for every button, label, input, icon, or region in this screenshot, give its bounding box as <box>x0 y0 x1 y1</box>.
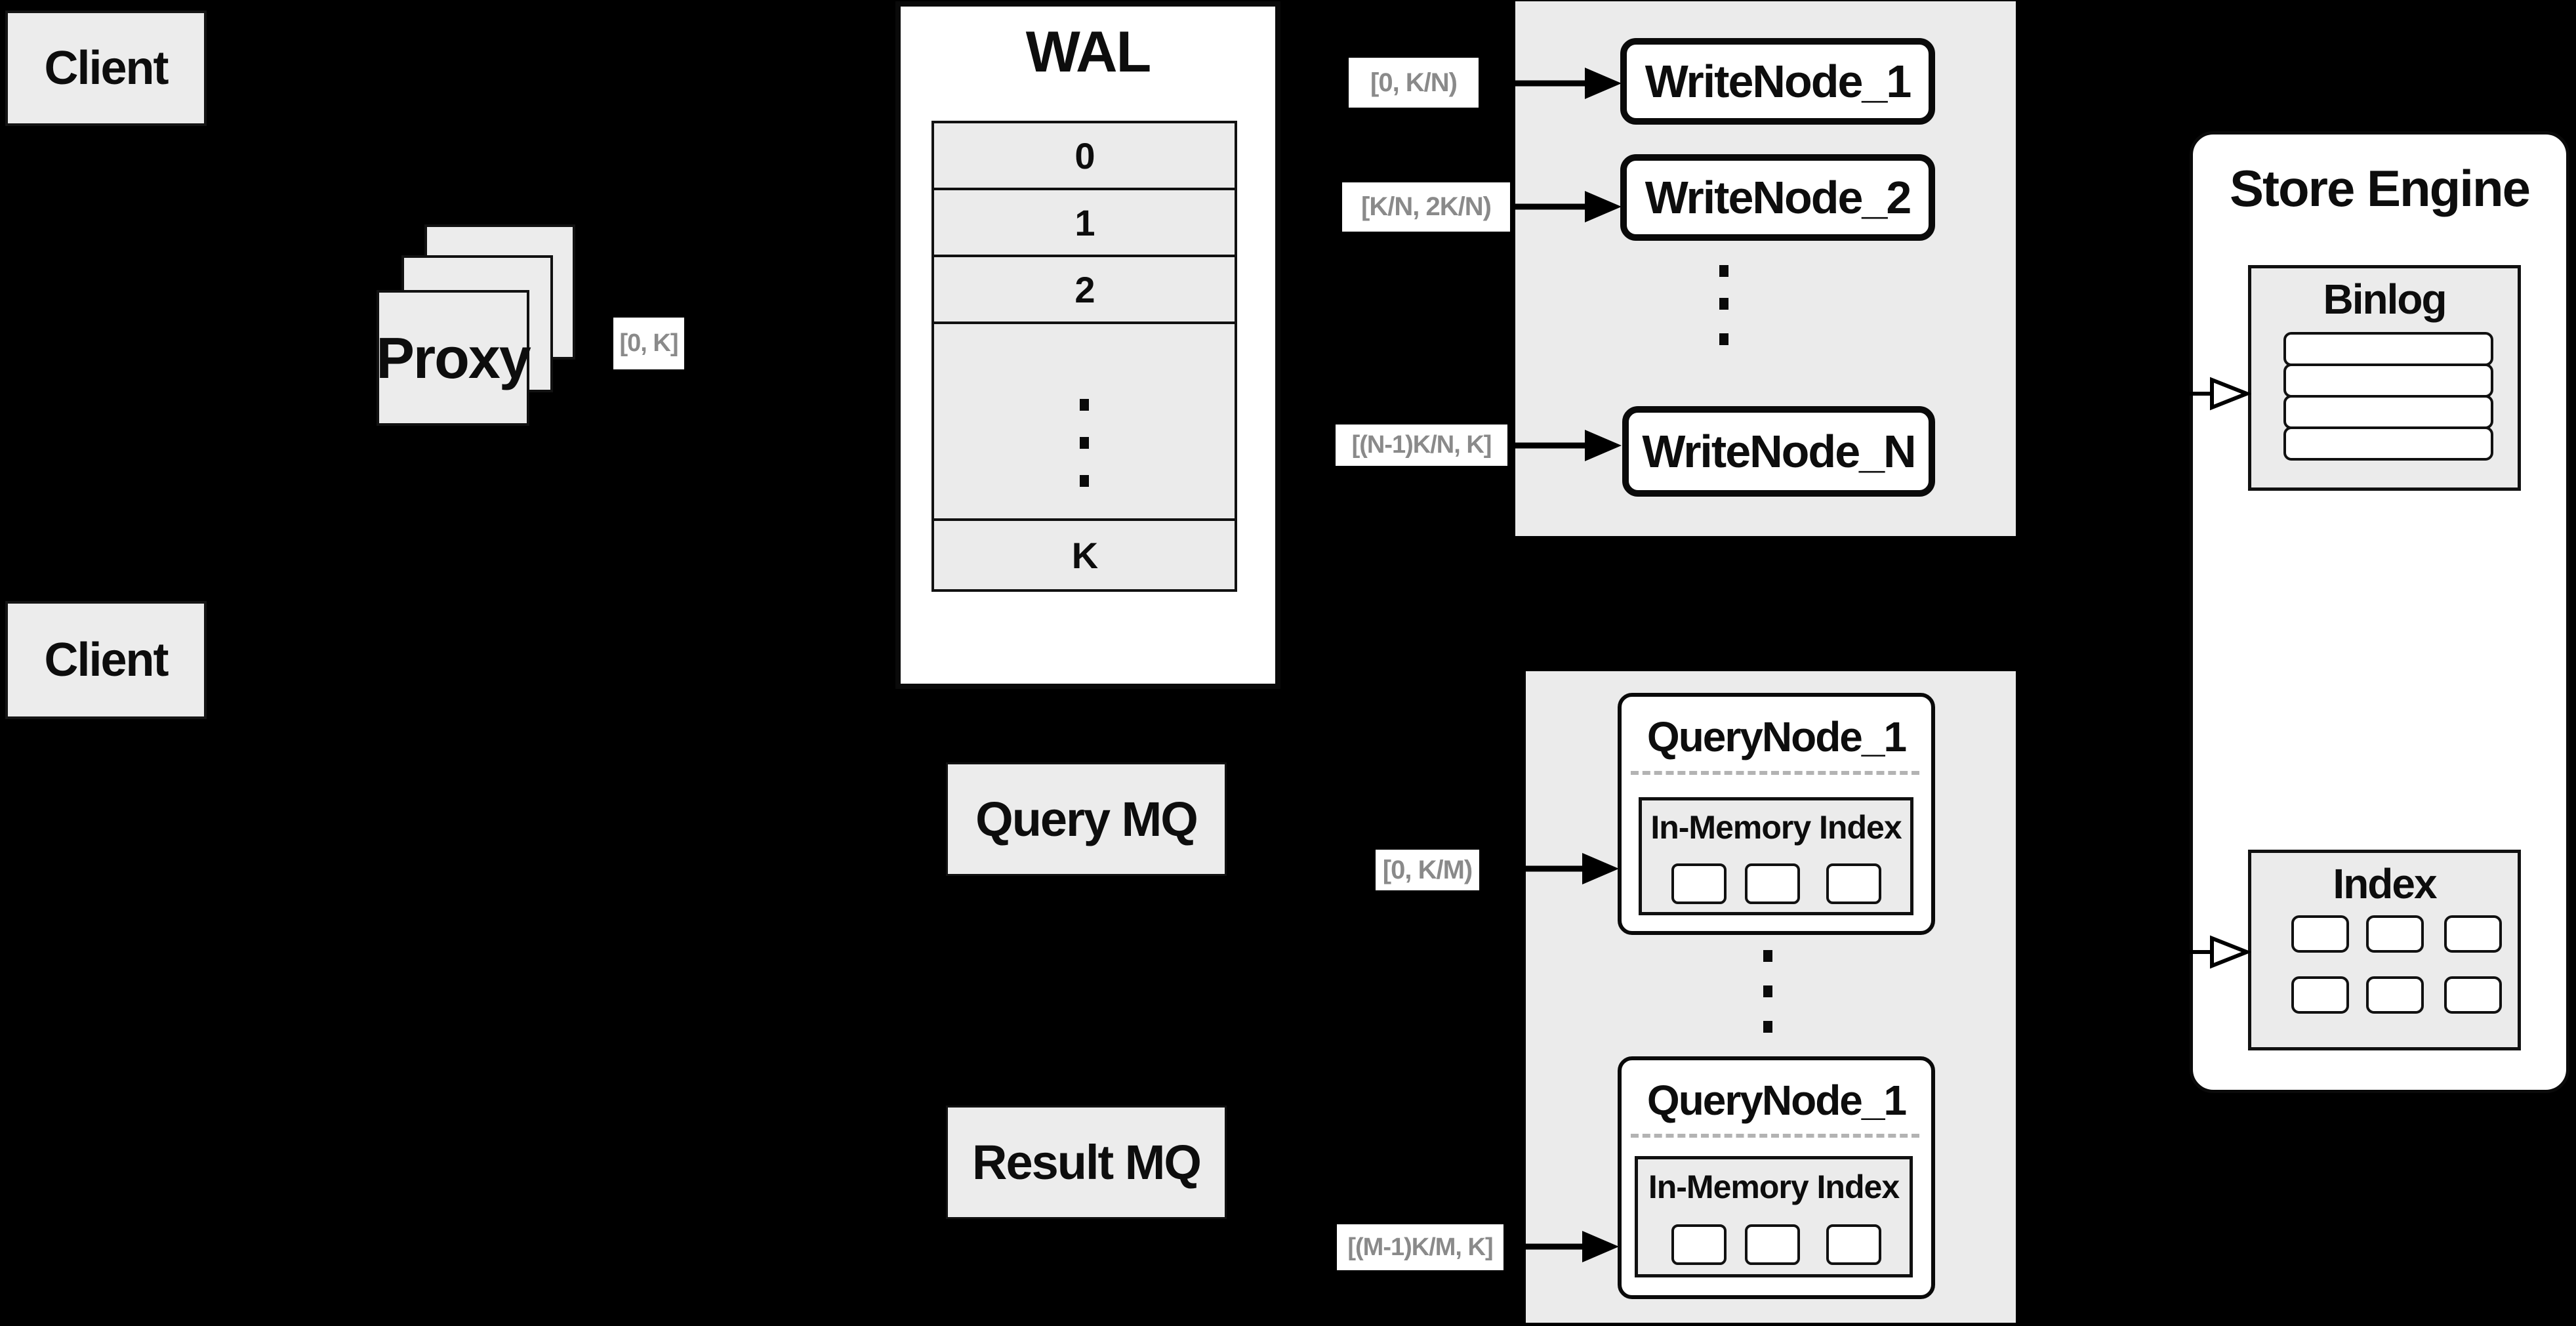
index-square <box>2366 976 2424 1014</box>
segment-square <box>1745 863 1800 904</box>
writenode-ellipsis-dot <box>1719 298 1728 310</box>
wal-ellipsis-dot <box>1080 475 1089 487</box>
query-node-bottom-divider <box>1631 1134 1919 1138</box>
index-square <box>2366 915 2424 953</box>
open-arrowhead-icon <box>2210 377 2251 411</box>
store-engine-title: Store Engine <box>2229 159 2531 217</box>
segment-square <box>1671 863 1727 904</box>
index-square <box>2291 976 2349 1014</box>
wal-ellipsis-dot <box>1080 437 1089 449</box>
client-box-bottom: Client <box>5 601 207 719</box>
query-node-top-divider <box>1631 771 1919 775</box>
query-node-top-title: QueryNode_1 <box>1646 713 1907 760</box>
range-label-write-1: [0, K/N) <box>1349 58 1479 108</box>
index-title: Index <box>2333 860 2437 907</box>
arrowhead-icon <box>1585 191 1622 222</box>
wal-ellipsis-dot <box>1080 399 1089 411</box>
write-node-1: WriteNode_1 <box>1620 38 1935 125</box>
arrow-to-querynode-m <box>1526 1231 1619 1262</box>
binlog-row <box>2283 363 2493 398</box>
range-label-query-1: [0, K/M) <box>1376 850 1479 890</box>
arrow-shaft <box>1515 80 1591 87</box>
query-mq-box: Query MQ <box>946 762 1227 876</box>
segment-square <box>1671 1224 1727 1265</box>
segment-square <box>1826 1224 1881 1265</box>
arrow-shaft <box>1526 1243 1589 1250</box>
arrowhead-icon <box>1585 68 1622 99</box>
proxy-card-front: Proxy <box>376 290 531 426</box>
write-node-n: WriteNode_N <box>1622 406 1935 497</box>
open-arrow-to-index <box>2179 935 2251 969</box>
arrow-shaft <box>1515 203 1591 210</box>
in-memory-index-title-bottom: In-Memory Index <box>1648 1169 1900 1205</box>
binlog-title: Binlog <box>2323 276 2447 323</box>
query-node-bottom-title: QueryNode_1 <box>1646 1077 1907 1124</box>
index-square <box>2444 976 2502 1014</box>
index-square <box>2291 915 2349 953</box>
querynode-ellipsis-dot <box>1763 950 1772 962</box>
querynode-ellipsis-dot <box>1763 985 1772 997</box>
arrow-to-querynode-1 <box>1526 853 1619 884</box>
wal-title: WAL <box>1025 19 1152 84</box>
writenode-ellipsis-dot <box>1719 333 1728 345</box>
client-top-label: Client <box>44 42 169 94</box>
open-arrowhead-icon <box>2210 935 2251 969</box>
range-label-write-2: [K/N, 2K/N) <box>1342 182 1510 232</box>
arrow-to-writenode-1 <box>1515 68 1622 99</box>
arrow-to-writenode-n <box>1515 430 1622 461</box>
arrow-shaft <box>1515 442 1591 449</box>
range-label-write-n: [(N-1)K/N, K] <box>1336 425 1507 466</box>
arrowhead-icon <box>1582 853 1619 884</box>
binlog-row <box>2283 332 2493 366</box>
binlog-row <box>2283 426 2493 461</box>
wal-row-1: 1 <box>931 188 1237 257</box>
querynode-ellipsis-dot <box>1763 1021 1772 1033</box>
in-memory-index-title-top: In-Memory Index <box>1650 809 1902 846</box>
writenode-ellipsis-dot <box>1719 265 1728 277</box>
segment-square <box>1826 863 1881 904</box>
range-label-proxy-out: [0, K] <box>613 318 684 369</box>
result-mq-box: Result MQ <box>946 1106 1227 1219</box>
wal-row-k: K <box>931 518 1237 592</box>
client-bottom-label: Client <box>44 634 169 686</box>
client-box-top: Client <box>5 10 207 126</box>
index-square <box>2444 915 2502 953</box>
open-arrow-to-binlog <box>2179 377 2251 411</box>
wal-row-2: 2 <box>931 255 1237 324</box>
arrowhead-icon <box>1582 1231 1619 1262</box>
write-node-2: WriteNode_2 <box>1620 154 1935 241</box>
wal-row-ellipsis <box>931 321 1237 521</box>
arrow-to-writenode-2 <box>1515 191 1622 222</box>
segment-square <box>1745 1224 1800 1265</box>
proxy-label: Proxy <box>376 325 531 390</box>
binlog-row <box>2283 395 2493 429</box>
wal-row-0: 0 <box>931 121 1237 190</box>
arrowhead-icon <box>1585 430 1622 461</box>
arrow-shaft <box>1526 865 1589 872</box>
range-label-query-m: [(M-1)K/M, K] <box>1337 1224 1503 1270</box>
